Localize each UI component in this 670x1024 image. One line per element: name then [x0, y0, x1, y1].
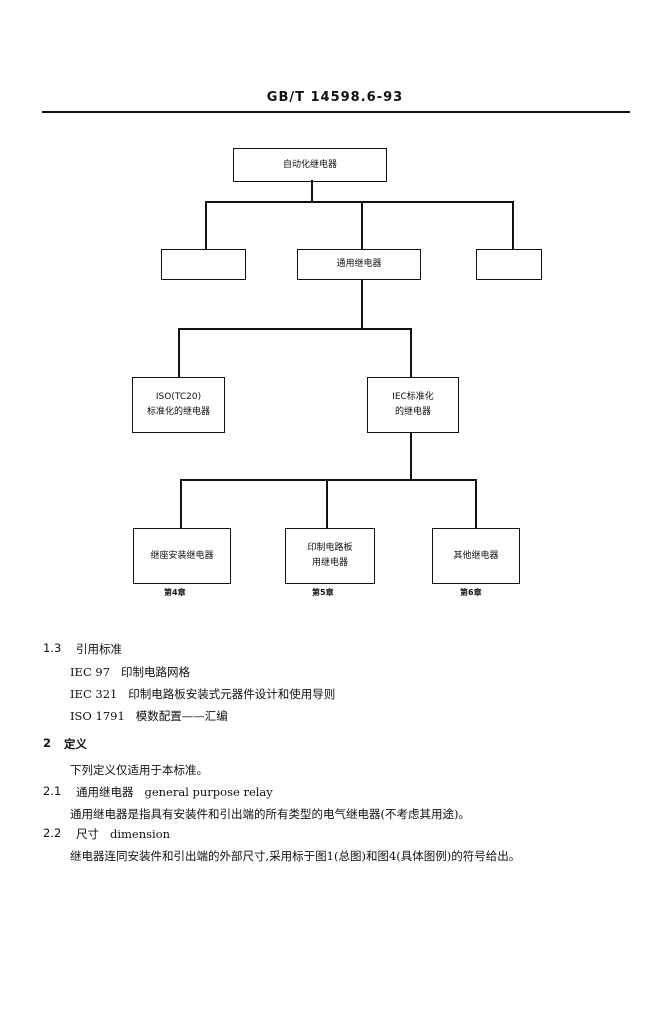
pcb-relay-box: 印制电路板 用继电器 [285, 528, 375, 584]
section-2-1-title: 通用继电器 general purpose relay [76, 785, 273, 799]
caption-chapter-6: 第6章 [460, 588, 482, 597]
socket-mounted-relay-box: 继座安装继电器 [133, 528, 231, 584]
unnamed-box-right [476, 249, 542, 280]
pcb-label-line1: 印制电路板 [307, 543, 353, 553]
connector [361, 201, 363, 250]
section-2-2-text: 继电器连同安装件和引出端的外部尺寸,采用标于图1(总图)和图4(具体图例)的符号… [70, 849, 521, 863]
root-box: 自动化继电器 [233, 148, 387, 182]
connector [410, 432, 412, 480]
section-2-2-title: 尺寸 dimension [76, 827, 171, 841]
section-2-title: 定义 [64, 737, 87, 751]
section-2-1-text: 通用继电器是指具有安装件和引出端的所有类型的电气继电器(不考虑其用途)。 [70, 807, 470, 821]
iso-label-line2: 标准化的继电器 [146, 407, 210, 417]
socket-relay-label: 继座安装继电器 [150, 550, 214, 561]
reference-item: IEC 97 印制电路网格 [70, 665, 190, 679]
iso-standard-relay-box: ISO(TC20) 标准化的继电器 [132, 377, 225, 433]
caption-chapter-5: 第5章 [312, 588, 334, 597]
connector [410, 328, 412, 378]
unnamed-box-left [161, 249, 246, 280]
connector [311, 180, 313, 202]
document-header: GB/T 14598.6-93 [266, 90, 404, 105]
connector [475, 479, 477, 529]
iec-label-line2: 的继电器 [394, 407, 431, 417]
reference-item: ISO 1791 模数配置——汇编 [70, 709, 228, 723]
header-rule [42, 111, 630, 113]
iec-standard-relay-box: IEC标准化 的继电器 [367, 377, 459, 433]
iec-label-line1: IEC标准化 [392, 392, 434, 402]
section-2-number: 2 [43, 736, 52, 750]
connector [180, 479, 182, 529]
connector [205, 201, 513, 203]
other-relay-label: 其他继电器 [453, 550, 499, 561]
section-1-3-number: 1.3 [43, 641, 62, 655]
connector [180, 479, 476, 481]
connector [361, 279, 363, 329]
section-1-3-title: 引用标准 [76, 642, 122, 656]
connector [178, 328, 411, 330]
root-label: 自动化继电器 [282, 159, 337, 170]
connector [205, 201, 207, 250]
caption-chapter-4: 第4章 [164, 588, 186, 597]
section-2-1-number: 2.1 [43, 784, 62, 798]
section-2-2-number: 2.2 [43, 826, 62, 840]
reference-item: IEC 321 印制电路板安装式元器件设计和使用导则 [70, 687, 336, 701]
general-relay-box: 通用继电器 [297, 249, 421, 280]
other-relay-box: 其他继电器 [432, 528, 520, 584]
connector [512, 201, 514, 250]
section-2-intro: 下列定义仅适用于本标准。 [70, 763, 208, 777]
connector [326, 479, 328, 529]
iso-label-line1: ISO(TC20) [155, 392, 202, 402]
general-relay-label: 通用继电器 [336, 259, 382, 269]
pcb-label-line2: 用继电器 [311, 558, 348, 568]
connector [178, 328, 180, 378]
